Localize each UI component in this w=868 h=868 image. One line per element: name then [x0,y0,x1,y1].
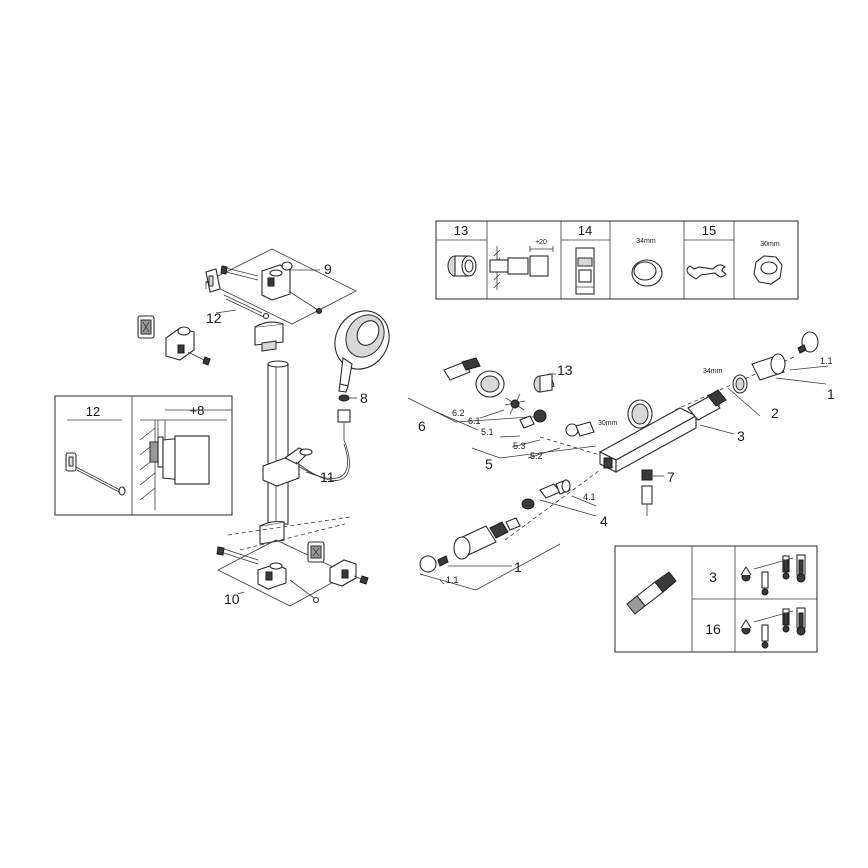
tools-offset-label: +20 [535,239,547,246]
callout-6: 6 [418,418,426,434]
nut-30mm-drawing [753,255,783,285]
inset-row-16-label: 16 [705,621,721,637]
hose-and-washer [295,394,351,481]
tools-header-15: 15 [702,223,716,238]
callout-13: 13 [557,362,573,378]
callout-1-1-top: 1.1 [820,356,833,366]
callout-10: 10 [224,591,240,607]
tools-table: 13 14 15 +20 34mm 30mm [435,220,799,300]
ring-34mm-drawing [631,259,663,287]
callout-30mm-valve: 30mm [598,420,618,427]
left-mid-bracket [137,315,211,366]
part-13-extension [533,373,556,393]
wall-extension-drawing [489,246,554,290]
mixer-body [598,399,698,473]
callout-5-3: 5.3 [513,441,526,451]
rail-bottom-holder [259,520,285,545]
callout-4: 4 [600,513,608,529]
left-inset-box: 12 +8 [54,395,233,516]
tools-header-13: 13 [454,223,468,238]
callout-11: 11 [320,469,335,485]
bottom-bracket-group [216,539,369,607]
callout-6-1: 6.1 [468,416,481,426]
inset-12-label: 12 [86,404,100,419]
thermostat-mixer-assembly: 30mm 34mm 13 6 6.2 6.1 5.1 5.3 5.2 5 3 2… [407,331,835,591]
callout-9: 9 [324,261,332,277]
hand-shower [334,310,390,393]
callout-4-1: 4.1 [583,492,596,502]
inset-plug-screw-drawing [65,452,126,496]
callout-8: 8 [360,390,368,406]
callout-6-2: 6.2 [452,408,465,418]
part-7-nipple [641,469,664,516]
callout-2: 2 [771,405,779,421]
part-5-valve [471,409,597,459]
wrench-drawing [686,264,727,280]
temperature-icons-row-3 [740,554,806,596]
callout-1-bottom: 1 [514,559,522,575]
top-bracket-group [205,248,357,325]
part-4-connection [521,479,597,517]
cartridge-drawing [575,247,595,295]
shower-rail [267,360,289,525]
rail-top-holder [254,321,284,352]
slide-holder [262,447,313,487]
callout-5: 5 [485,456,493,472]
callout-34mm: 34mm [703,368,723,375]
tools-wrench-size-label: 34mm [636,238,656,245]
callout-7: 7 [667,469,675,485]
callout-5-2: 5.2 [530,451,543,461]
callout-12: 12 [206,310,222,326]
parts-right-side [687,331,829,435]
callout-1-top: 1 [827,386,835,402]
extension-piece-drawing [447,255,477,277]
right-inset-box: 3 16 [614,545,818,653]
inset-check-valve-drawing [626,571,677,615]
callout-5-1: 5.1 [481,427,494,437]
temperature-icons-row-16 [740,607,806,649]
tools-header-14: 14 [578,223,592,238]
inset-row-3-label: 3 [709,569,717,585]
callout-3: 3 [737,428,745,444]
parts-bottom-left [419,517,561,591]
inset-wall-bracket-drawing [139,409,232,510]
callout-1-1-bottom: 1.1 [446,575,459,585]
tools-nut-size-label: 30mm [760,241,780,248]
shower-rail-assembly: 9 12 8 11 10 [137,248,390,607]
inset-plus8-label: +8 [190,403,205,418]
